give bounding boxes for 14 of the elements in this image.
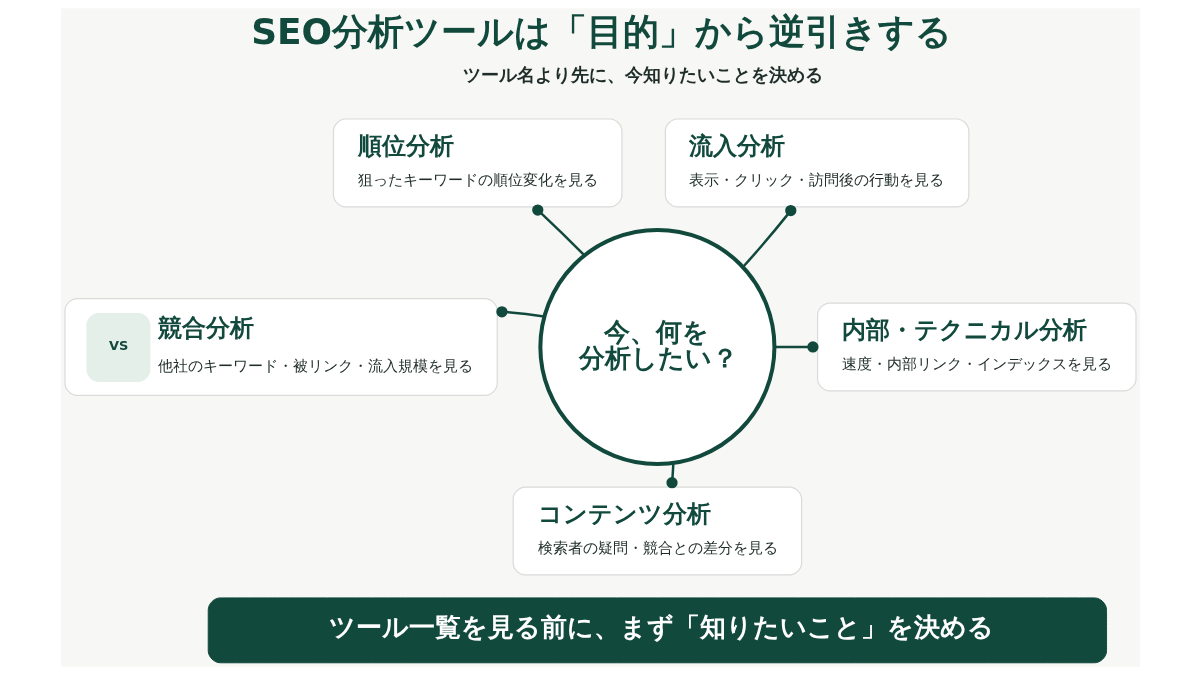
node-box: 順位分析 狙ったキーワードの順位変化を見る xyxy=(332,118,623,208)
node-box: 流入分析 表示・クリック・訪問後の行動を見る xyxy=(664,118,969,208)
node-box: 内部・テクニカル分析 速度・内部リンク・インデックスを見る xyxy=(816,302,1137,392)
node-box: VS 競合分析 他社のキーワード・被リンク・流入規模を見る xyxy=(63,297,498,396)
connector xyxy=(665,463,678,489)
connector xyxy=(495,306,544,318)
diagram-title: SEO分析ツールは「目的」から逆引きする xyxy=(250,10,952,52)
connector xyxy=(531,204,585,256)
connector xyxy=(741,204,796,268)
node-box: コンテンツ分析 検索者の疑問・競合との差分を見る xyxy=(512,486,802,576)
node-box: ツール一覧を見る前に、まず「知りたいこと」を決める xyxy=(207,597,1107,664)
connector xyxy=(774,341,819,353)
node-circle: 今、何を分析したい？ xyxy=(537,227,776,467)
label: ツール名より先に、今知りたいことを決める xyxy=(462,64,823,86)
